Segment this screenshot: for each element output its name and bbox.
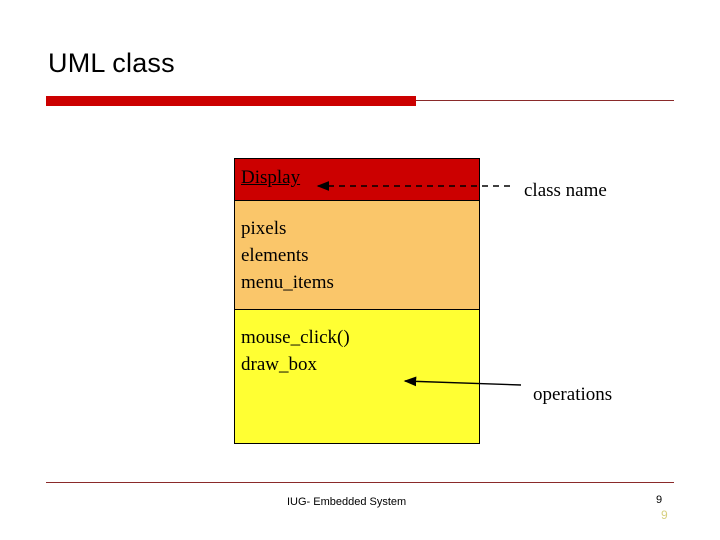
uml-class-name: Display [241,167,301,188]
uml-attribute-item: pixels [241,218,287,239]
uml-attribute-item: menu_items [241,272,334,293]
annotation-class-name: class name [524,180,607,201]
uml-operation-item: draw_box [241,354,317,375]
uml-attribute-item: elements [241,245,309,266]
page-number-watermark: 9 [661,508,668,522]
page-number: 9 [656,494,663,506]
page-title: UML class [48,48,175,78]
footer-divider [46,482,674,483]
title-accent-bar [46,96,416,106]
uml-class-box: Display pixels elements menu_items mouse… [234,158,480,444]
footer-label: IUG- Embedded System [287,496,407,508]
uml-attributes-compartment: pixels elements menu_items [235,201,479,310]
annotation-operations: operations [533,384,613,405]
uml-class-name-compartment: Display [235,159,479,201]
uml-operations-compartment: mouse_click() draw_box [235,310,479,443]
uml-operation-item: mouse_click() [241,327,350,348]
